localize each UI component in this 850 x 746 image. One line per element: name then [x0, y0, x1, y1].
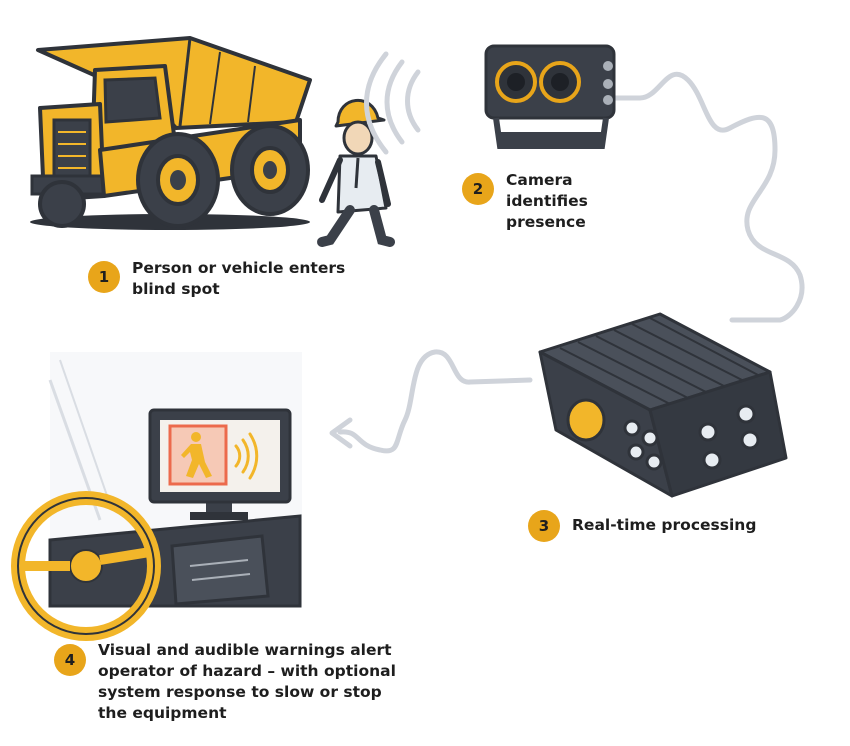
step-label: Visual and audible warnings alert operat… — [98, 641, 396, 722]
step-badge: 2 — [462, 173, 494, 205]
step-4: 4 Visual and audible warnings alert oper… — [54, 640, 414, 724]
connector-line-camera-to-processor — [609, 71, 805, 323]
signal-waves-icon — [364, 51, 421, 155]
worker-icon — [317, 99, 395, 247]
pedestrian-icon — [181, 432, 212, 478]
step-1: 1 Person or vehicle enters blind spot — [88, 258, 388, 300]
processing-unit-icon — [538, 312, 788, 498]
step-2: 2 Camera identifies presence — [462, 170, 682, 233]
step-label: Camera identifies presence — [506, 171, 588, 231]
steering-wheel-icon — [11, 491, 161, 641]
arrow-head-icon — [329, 417, 353, 449]
step-label: Person or vehicle enters blind spot — [132, 259, 346, 298]
step-badge: 4 — [54, 644, 86, 676]
operator-cab-scene — [11, 352, 302, 641]
step-badge: 3 — [528, 510, 560, 542]
step-label: Real-time processing — [572, 516, 757, 534]
dump-truck-icon — [30, 36, 312, 230]
audio-waves-icon — [234, 432, 259, 480]
connector-line-processor-to-display — [337, 349, 533, 454]
monitor-icon — [148, 408, 292, 504]
step-3: 3 Real-time processing — [528, 510, 808, 542]
step-badge: 1 — [88, 261, 120, 293]
camera-icon — [484, 44, 616, 149]
